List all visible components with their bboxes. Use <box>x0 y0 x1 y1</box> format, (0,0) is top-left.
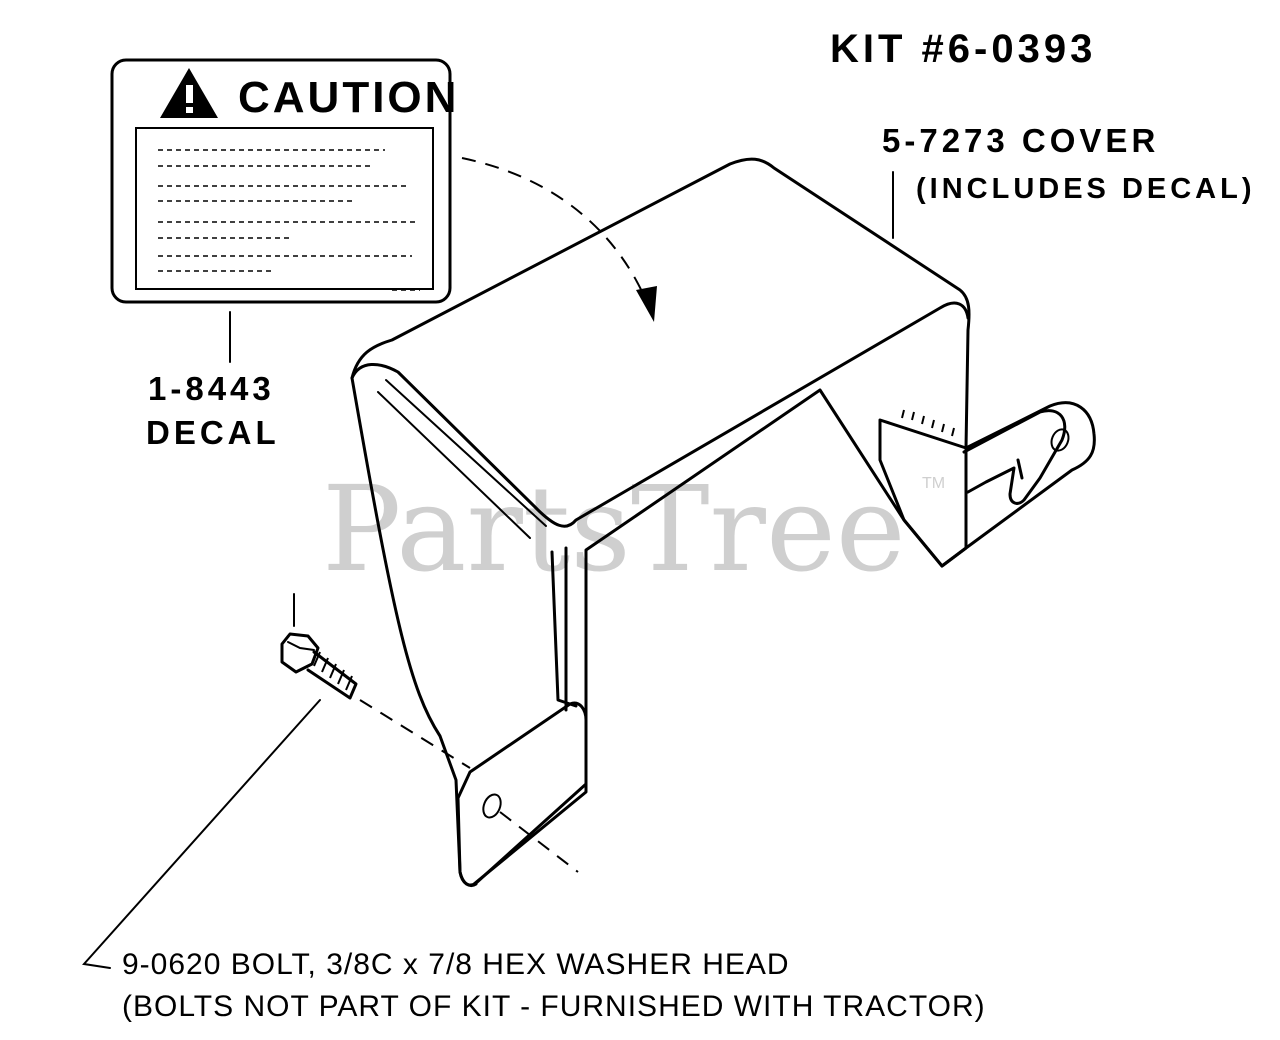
rear-bracket-hatch <box>901 409 955 437</box>
cover-shield <box>350 157 1096 887</box>
arrow-head-icon <box>636 286 657 322</box>
front-bolt-hole <box>482 793 502 819</box>
decal-text-lines <box>158 149 420 291</box>
kit-title: KIT #6-0393 <box>830 27 1096 71</box>
watermark-tm: TM <box>922 475 945 492</box>
cover-note-label: (INCLUDES DECAL) <box>916 173 1256 205</box>
bolt-note-line: (BOLTS NOT PART OF KIT - FURNISHED WITH … <box>122 990 986 1023</box>
decal-placement-arrow <box>461 157 647 301</box>
bolt-centerline-upper <box>359 699 471 769</box>
decal-name-label: DECAL <box>146 414 280 451</box>
cover-part-label: 5-7273 COVER <box>882 122 1159 159</box>
caution-decal: CAUTION <box>110 58 459 304</box>
bolt-leader-line <box>82 699 321 969</box>
bolt-part-line: 9-0620 BOLT, 3/8C x 7/8 HEX WASHER HEAD <box>122 948 790 981</box>
caution-heading: CAUTION <box>238 73 459 122</box>
decal-part-number: 1-8443 <box>148 370 275 407</box>
bolt-centerline-lower <box>499 811 579 873</box>
watermark: PartsTree <box>322 460 906 598</box>
rear-bolt-hole <box>1050 428 1070 452</box>
hex-washer-bolt-icon <box>280 593 358 700</box>
